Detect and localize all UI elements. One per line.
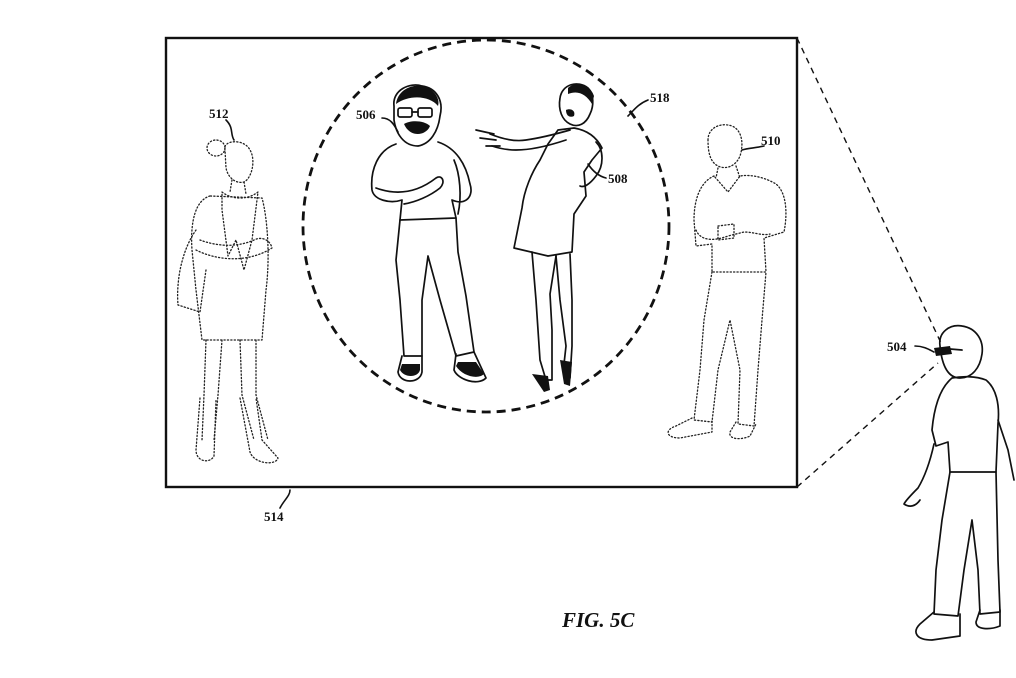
leader-518 xyxy=(627,99,649,117)
label-510: 510 xyxy=(761,133,781,148)
label-508: 508 xyxy=(608,171,628,186)
person-pointing-figure xyxy=(475,83,603,392)
figure-caption: FIG. 5C xyxy=(561,608,635,632)
display-frame xyxy=(164,36,799,489)
label-506: 506 xyxy=(356,107,376,122)
leader-506 xyxy=(381,117,399,133)
person-phone-figure xyxy=(667,124,787,440)
focus-region-circle xyxy=(301,38,671,414)
person-scarf-figure xyxy=(176,139,279,464)
label-512: 512 xyxy=(209,106,229,121)
leader-512 xyxy=(225,119,235,141)
label-514: 514 xyxy=(264,509,284,524)
leader-510 xyxy=(741,145,765,151)
projection-line-top xyxy=(796,37,943,346)
label-504: 504 xyxy=(887,339,907,354)
leader-514 xyxy=(279,489,291,509)
observer-figure xyxy=(903,324,1015,641)
label-518: 518 xyxy=(650,90,670,105)
leader-508 xyxy=(587,163,607,179)
person-laughing-figure xyxy=(370,84,487,383)
leader-504 xyxy=(914,345,935,353)
projection-line-bottom xyxy=(796,362,939,488)
